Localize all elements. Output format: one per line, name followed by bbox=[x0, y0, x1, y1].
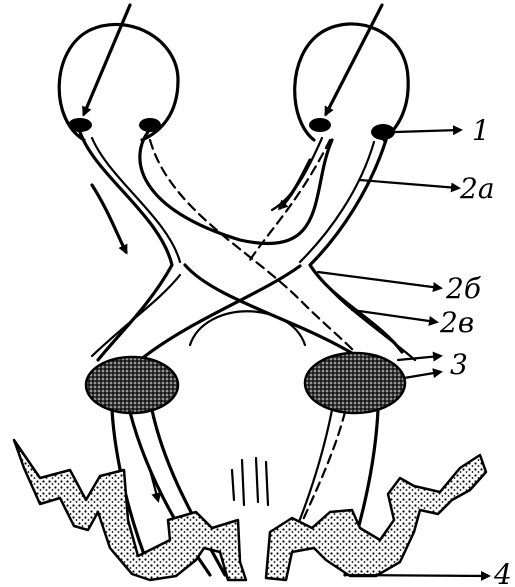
label-4: 4 bbox=[493, 558, 512, 587]
label-2a: 2а bbox=[459, 172, 495, 205]
label-1: 1 bbox=[472, 114, 490, 147]
leader-1 bbox=[395, 130, 460, 132]
leader-2b bbox=[318, 272, 440, 288]
left-geniculate-body bbox=[86, 357, 178, 413]
right-eye-retina-temporal bbox=[371, 124, 395, 140]
leader-4 bbox=[346, 575, 488, 576]
light-rays bbox=[84, 5, 382, 114]
left-eye-retina-nasal bbox=[139, 118, 161, 132]
leader-3b bbox=[404, 372, 440, 378]
left-light-arrow bbox=[84, 5, 130, 114]
label-2v: 2в bbox=[439, 306, 474, 339]
right-optic-nerve bbox=[272, 138, 402, 352]
leader-3a bbox=[398, 356, 440, 360]
label-3: 3 bbox=[450, 348, 468, 381]
right-geniculate-body bbox=[305, 353, 405, 413]
left-pathway-arrow bbox=[92, 185, 126, 252]
right-eye-retina-nasal bbox=[309, 118, 331, 132]
left-eye bbox=[59, 24, 178, 140]
leader-2a bbox=[360, 180, 458, 188]
right-light-arrow bbox=[326, 5, 382, 114]
right-eye bbox=[295, 24, 408, 140]
optic-chiasm bbox=[92, 140, 415, 360]
label-2b: 2б bbox=[445, 272, 482, 305]
left-eye-retina-temporal bbox=[68, 118, 92, 132]
